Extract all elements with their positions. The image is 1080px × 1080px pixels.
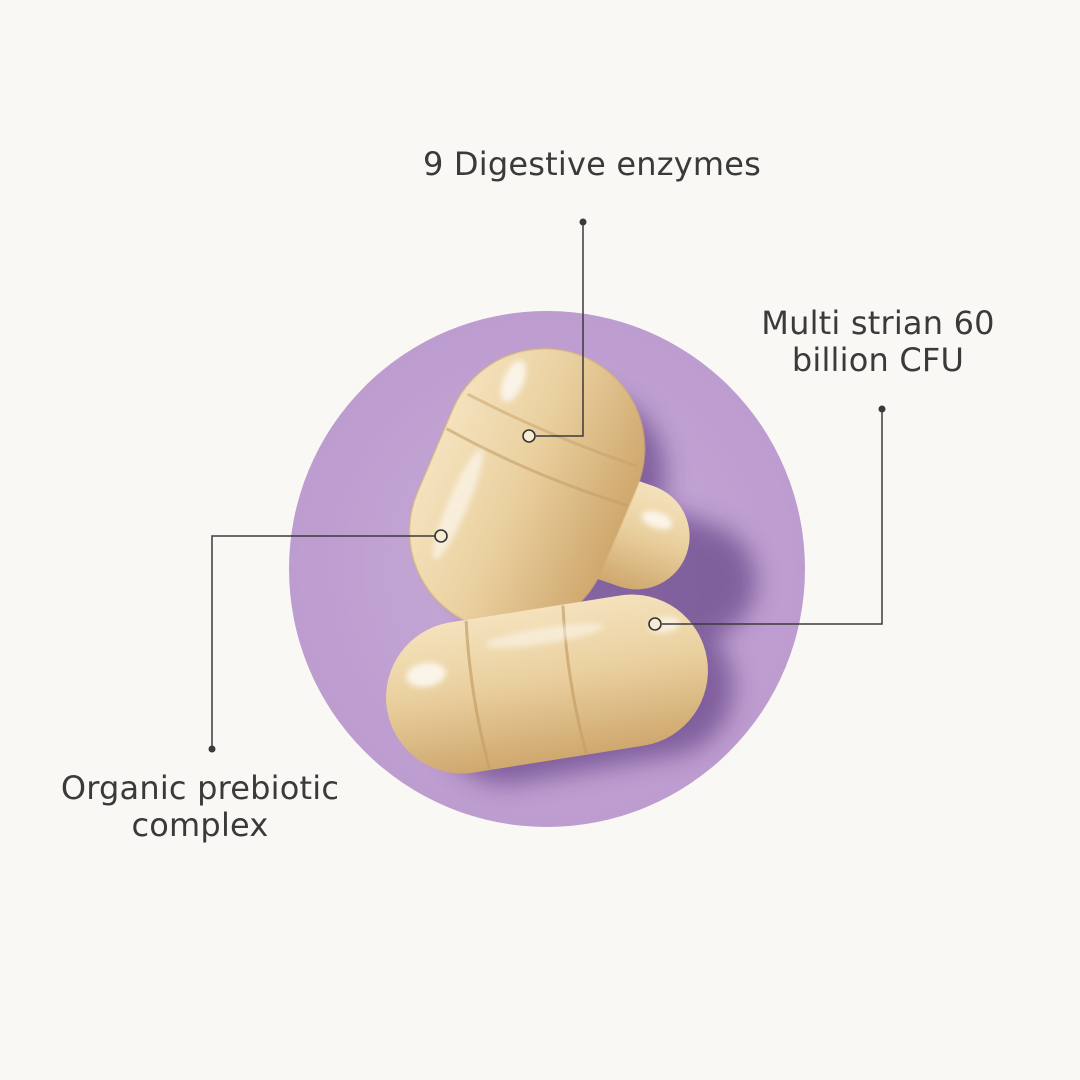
marker-strain — [648, 617, 662, 631]
marker-enzymes — [522, 429, 536, 443]
callout-strain-line-1: Multi strian 60 — [761, 304, 995, 342]
leader-lines — [211, 222, 883, 749]
leader-line-enzymes — [536, 222, 584, 437]
callout-prebiotic-line-1: Organic prebiotic — [60, 769, 340, 807]
marker-prebiotic — [434, 529, 448, 543]
capsule-markers — [434, 429, 662, 631]
capsule-front — [386, 594, 708, 774]
callout-organic-prebiotic: Organic prebiotic complex — [20, 770, 380, 844]
callout-prebiotic-line-2: complex — [131, 806, 269, 844]
callout-enzymes-line-1: 9 Digestive enzymes — [422, 145, 761, 183]
callout-strain-line-2: billion CFU — [791, 341, 965, 379]
callout-digestive-enzymes: 9 Digestive enzymes — [392, 146, 792, 183]
leader-line-prebiotic — [211, 535, 435, 749]
leader-dots — [208, 218, 886, 753]
dot-strain — [878, 405, 886, 413]
callout-multi-strain: Multi strian 60 billion CFU — [728, 305, 1028, 379]
dot-enzymes — [579, 218, 587, 226]
dot-prebiotic — [208, 745, 216, 753]
leader-line-strain — [662, 409, 883, 625]
